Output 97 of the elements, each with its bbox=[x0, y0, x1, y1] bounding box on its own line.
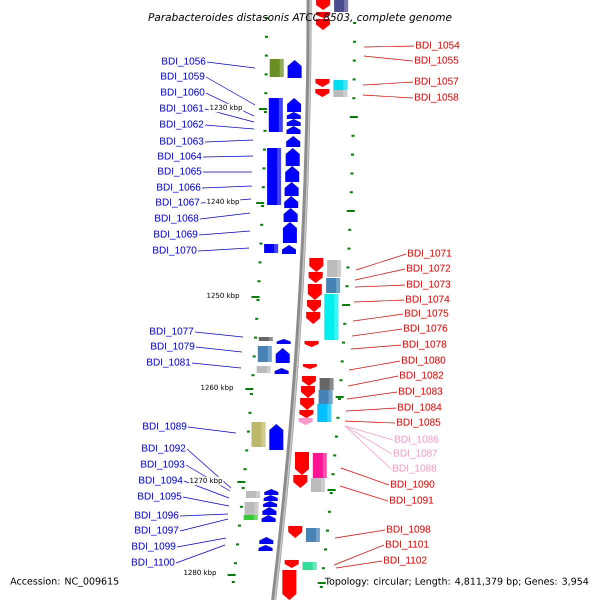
leader-line bbox=[344, 420, 396, 424]
leader-line bbox=[204, 108, 254, 122]
leader-line bbox=[184, 480, 230, 498]
leader-line bbox=[176, 544, 226, 564]
gene-label: BDI_1077 bbox=[150, 328, 194, 336]
info-text: Topology: circular; Length: 4,811,379 bp; Genes: 3,954 bbox=[324, 577, 588, 587]
gene-label: BDI_1101 bbox=[386, 540, 428, 550]
leader-line bbox=[346, 392, 398, 400]
gene-label: BDI_1094 bbox=[139, 476, 182, 486]
gene-label: BDI_1057 bbox=[415, 78, 458, 86]
leader-line bbox=[336, 560, 382, 568]
gene-label: BDI_1084 bbox=[398, 404, 442, 412]
leader-line bbox=[344, 426, 394, 440]
leader-line bbox=[344, 426, 392, 470]
title: Parabacteroides distasonis ATCC 8503, complete genome bbox=[148, 12, 452, 24]
leader-line bbox=[364, 46, 414, 48]
leader-line bbox=[346, 408, 396, 412]
info-text: Accession: NC_009615 bbox=[10, 577, 118, 587]
leader-line bbox=[182, 496, 230, 506]
leader-line bbox=[362, 82, 414, 86]
leader-line bbox=[354, 268, 406, 280]
gene-label: BDI_1058 bbox=[415, 94, 458, 102]
gene-label: BDI_1088 bbox=[393, 464, 436, 474]
leader-line bbox=[204, 140, 254, 142]
leader-line bbox=[362, 94, 414, 98]
gene-label: BDI_1079 bbox=[151, 342, 194, 352]
gene-label: BDI_1070 bbox=[153, 246, 196, 256]
gene-label: BDI_1096 bbox=[135, 512, 178, 520]
leader-line bbox=[334, 544, 384, 566]
gene-label: BDI_1075 bbox=[405, 310, 448, 318]
gene-label: BDI_1067 bbox=[156, 198, 200, 208]
leader-line bbox=[344, 426, 392, 454]
gene-label: BDI_1063 bbox=[160, 138, 204, 146]
gene-label: BDI_1055 bbox=[415, 56, 458, 66]
leader-line bbox=[196, 346, 242, 352]
leader-line bbox=[176, 538, 226, 548]
gene-label: BDI_1065 bbox=[158, 168, 202, 176]
gene-label: BDI_1066 bbox=[157, 184, 200, 192]
gene-label: BDI_1082 bbox=[400, 372, 444, 380]
leader-line bbox=[188, 426, 236, 434]
gene-label: BDI_1076 bbox=[404, 324, 448, 334]
leader-line bbox=[206, 62, 256, 68]
gene-label: BDI_1093 bbox=[141, 460, 184, 470]
gene-label: BDI_1087 bbox=[394, 450, 438, 458]
leader-line bbox=[340, 468, 390, 486]
gene-label: BDI_1073 bbox=[407, 280, 450, 290]
gene-label: BDI_1089 bbox=[143, 422, 186, 432]
leader-line bbox=[204, 124, 254, 130]
gene-label: BDI_1085 bbox=[397, 418, 440, 428]
gene-label: BDI_1068 bbox=[155, 214, 198, 224]
leader-line bbox=[350, 344, 402, 350]
gene-label: BDI_1092 bbox=[142, 444, 186, 454]
leader-line bbox=[180, 514, 228, 516]
leader-line bbox=[202, 186, 252, 188]
leader-line bbox=[356, 254, 406, 270]
leader-line bbox=[198, 248, 250, 252]
gene-label: BDI_1083 bbox=[399, 388, 442, 396]
leader-line bbox=[352, 314, 404, 322]
gene-label: BDI_1074 bbox=[406, 296, 450, 304]
gene-label: BDI_1090 bbox=[391, 480, 434, 490]
gene-label: BDI_1056 bbox=[162, 58, 206, 66]
leader-line bbox=[348, 360, 400, 370]
gene-label: BDI_1086 bbox=[395, 436, 438, 444]
gene-label: BDI_1080 bbox=[402, 356, 446, 366]
gene-label: BDI_1071 bbox=[408, 250, 452, 258]
leader-line bbox=[354, 284, 406, 288]
leader-line bbox=[340, 486, 388, 502]
gene-label: BDI_1078 bbox=[403, 340, 446, 350]
gene-label: BDI_1062 bbox=[160, 120, 204, 130]
gene-label: BDI_1069 bbox=[154, 230, 198, 240]
gene-label: BDI_1091 bbox=[390, 496, 434, 506]
leader-line bbox=[180, 518, 228, 532]
gene-label: BDI_1064 bbox=[158, 152, 202, 162]
gene-label: BDI_1072 bbox=[407, 264, 450, 274]
gene-label: BDI_1102 bbox=[384, 556, 426, 566]
gene-label: BDI_1100 bbox=[132, 558, 174, 568]
gene-label: BDI_1054 bbox=[416, 42, 460, 50]
leader-line bbox=[186, 448, 232, 488]
gene-label: BDI_1060 bbox=[161, 88, 204, 98]
leader-line bbox=[334, 530, 386, 538]
gene-label: BDI_1098 bbox=[387, 526, 430, 534]
gene-label: BDI_1081 bbox=[147, 358, 190, 368]
leader-line bbox=[192, 362, 242, 368]
gene-label: BDI_1061 bbox=[160, 104, 204, 114]
leader-line bbox=[200, 212, 250, 220]
leader-line bbox=[364, 56, 414, 62]
leader-line bbox=[352, 328, 402, 336]
leader-line bbox=[198, 230, 250, 236]
gene-label: BDI_1099 bbox=[132, 542, 176, 552]
leader-line bbox=[206, 76, 256, 106]
gene-label: BDI_1059 bbox=[161, 72, 204, 82]
gene-label: BDI_1097 bbox=[135, 526, 178, 536]
leader-line bbox=[202, 156, 254, 158]
leader-line bbox=[194, 332, 244, 338]
leader-line bbox=[354, 300, 404, 302]
gene-label: BDI_1095 bbox=[138, 492, 182, 502]
leader-line bbox=[348, 376, 398, 386]
